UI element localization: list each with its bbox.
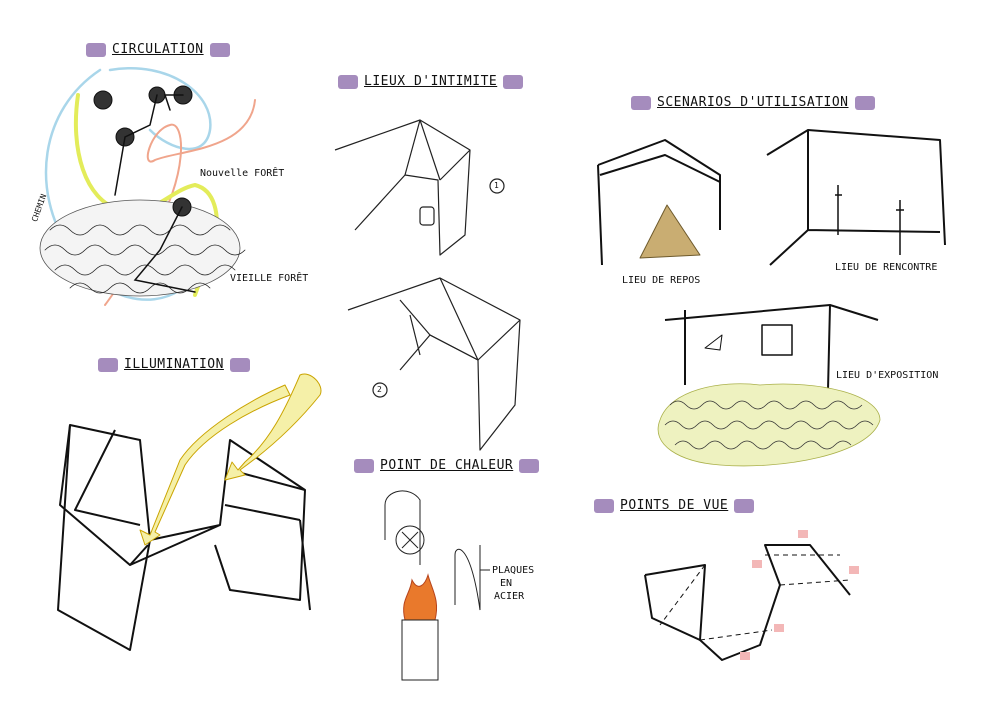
title-chaleur: POINT DE CHALEUR bbox=[348, 458, 545, 473]
marker-icon bbox=[230, 358, 250, 372]
label-num-1: 1 bbox=[494, 181, 499, 190]
person-2 bbox=[896, 200, 904, 255]
marker-icon bbox=[86, 43, 106, 57]
title-illumination: ILLUMINATION bbox=[92, 357, 256, 372]
circulation-sketch bbox=[40, 68, 255, 305]
label-nouvelle-foret: Nouvelle FORÊT bbox=[200, 168, 284, 179]
label-exposition: LIEU D'EXPOSITION bbox=[836, 370, 938, 381]
label-repos: LIEU DE REPOS bbox=[622, 275, 700, 286]
label-num-2: 2 bbox=[377, 385, 382, 394]
marker-icon bbox=[338, 75, 358, 89]
marker-icon bbox=[734, 499, 754, 513]
person-1 bbox=[835, 185, 842, 235]
tent bbox=[640, 205, 700, 258]
fire bbox=[404, 575, 437, 620]
title-intimite: LIEUX D'INTIMITE bbox=[332, 74, 529, 89]
exposition-scribble bbox=[658, 384, 880, 466]
illumination-sketch bbox=[58, 374, 321, 650]
chaleur-sketch bbox=[385, 491, 490, 680]
intimite-sketch bbox=[335, 120, 520, 450]
marker-icon bbox=[210, 43, 230, 57]
new-forest-clusters bbox=[94, 86, 192, 216]
marker-icon bbox=[855, 96, 875, 110]
vue-sketch bbox=[645, 530, 859, 660]
label-acier: ACIER bbox=[494, 591, 524, 602]
marker-icon bbox=[631, 96, 651, 110]
scenarios-sketch bbox=[598, 130, 945, 466]
label-plaques: PLAQUES bbox=[492, 565, 534, 576]
view-markers bbox=[740, 530, 859, 660]
title-circulation: CIRCULATION bbox=[80, 42, 236, 57]
title-vue: POINTS DE VUE bbox=[588, 498, 760, 513]
marker-icon bbox=[98, 358, 118, 372]
marker-icon bbox=[594, 499, 614, 513]
marker-icon bbox=[354, 459, 374, 473]
marker-icon bbox=[519, 459, 539, 473]
label-en: EN bbox=[500, 578, 512, 589]
marker-icon bbox=[503, 75, 523, 89]
label-rencontre: LIEU DE RENCONTRE bbox=[835, 262, 937, 273]
title-scenarios: SCENARIOS D'UTILISATION bbox=[625, 95, 881, 110]
label-vieille-foret: VIEILLE FORÊT bbox=[230, 273, 308, 284]
